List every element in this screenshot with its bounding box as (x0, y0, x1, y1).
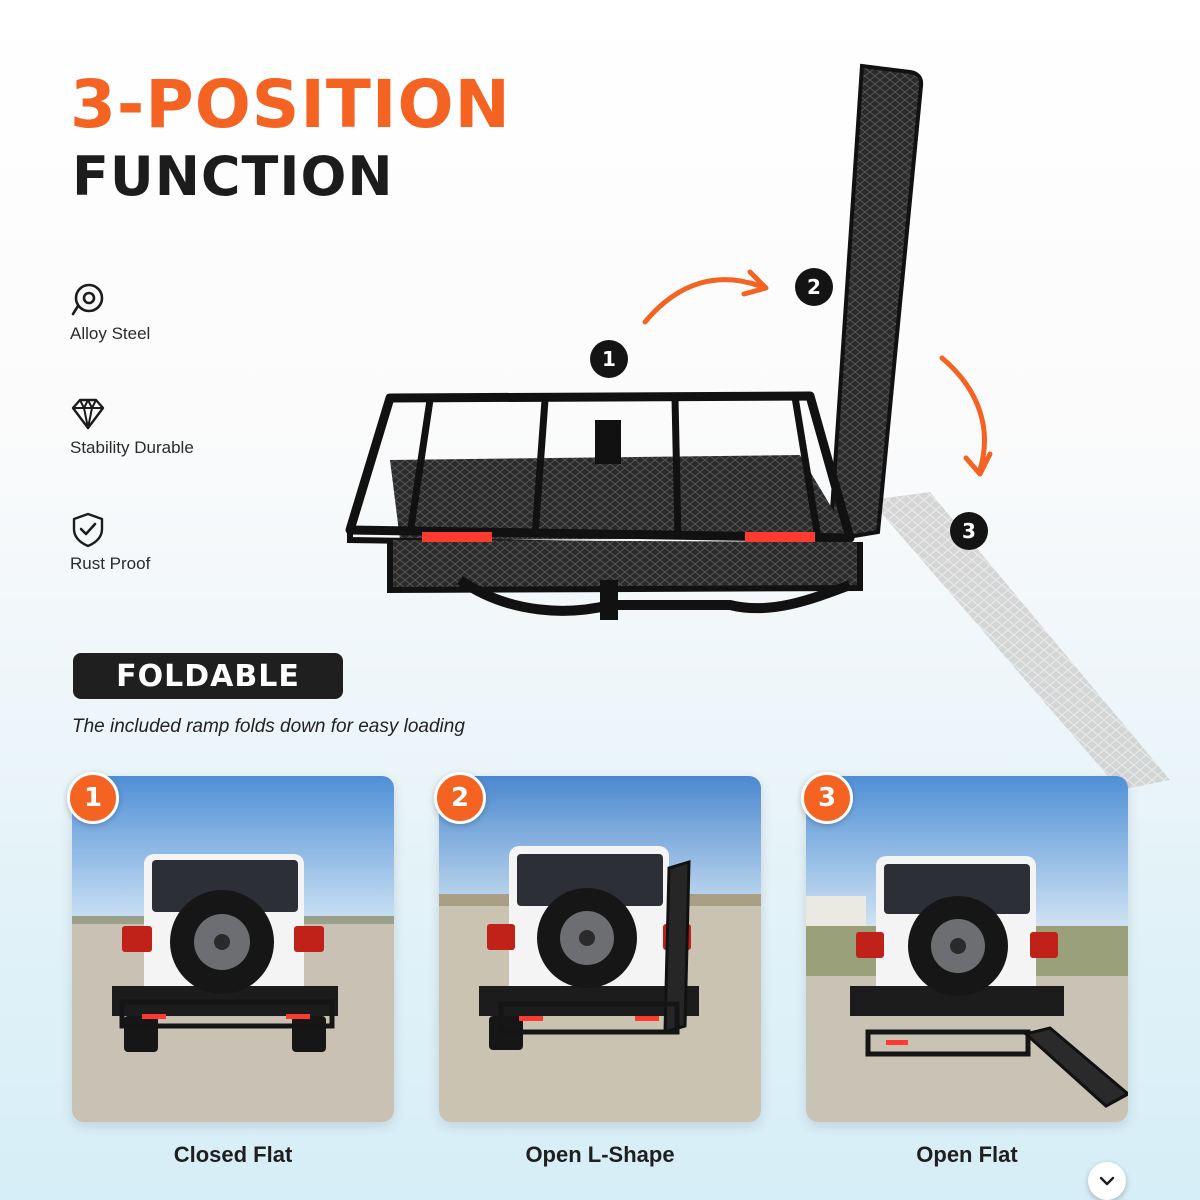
card-number-3: 3 (801, 772, 853, 824)
card-caption-2: Open L-Shape (525, 1142, 675, 1167)
arrow-up-icon (642, 277, 763, 325)
ramp-lowered (870, 492, 1170, 790)
card-number-1: 1 (67, 772, 119, 824)
foldable-badge: FOLDABLE (73, 653, 343, 699)
headline-secondary: FUNCTION (72, 145, 394, 208)
arrow-down-icon (939, 355, 987, 473)
card-caption-1: Closed Flat (173, 1142, 293, 1167)
diamond-icon (71, 398, 105, 430)
alloy-steel-icon (71, 283, 104, 316)
feature-label: Stability Durable (70, 438, 194, 457)
feature-label: Alloy Steel (70, 324, 151, 343)
diagram-step-3: 3 (950, 512, 988, 550)
card-caption-3: Open Flat (916, 1142, 1018, 1167)
jeep-closed-flat-photo (72, 776, 394, 1122)
position-card-1 (72, 776, 394, 1122)
card-number-2: 2 (434, 772, 486, 824)
foldable-description: The included ramp folds down for easy lo… (72, 716, 465, 737)
position-card-2 (439, 776, 761, 1122)
diagram-step-1: 1 (590, 340, 628, 378)
scroll-down-button[interactable] (1088, 1162, 1126, 1200)
cargo-carrier-diagram (330, 60, 1190, 800)
chevron-down-icon (1099, 1176, 1115, 1186)
feature-rust-proof: Rust Proof (70, 512, 290, 574)
feature-label: Rust Proof (70, 554, 151, 573)
diagram-step-2: 2 (795, 268, 833, 306)
feature-alloy-steel: Alloy Steel (70, 282, 290, 344)
jeep-open-l-shape-photo (439, 776, 761, 1122)
cargo-carrier-illustration (345, 63, 1170, 790)
feature-stability-durable: Stability Durable (70, 396, 290, 458)
shield-check-icon (72, 512, 104, 548)
position-card-3 (806, 776, 1128, 1122)
jeep-open-flat-photo (806, 776, 1128, 1122)
reflector-right (745, 532, 815, 542)
ramp-upright (827, 63, 924, 543)
headline-primary: 3-POSITION (70, 66, 511, 143)
reflector-left (422, 532, 492, 542)
